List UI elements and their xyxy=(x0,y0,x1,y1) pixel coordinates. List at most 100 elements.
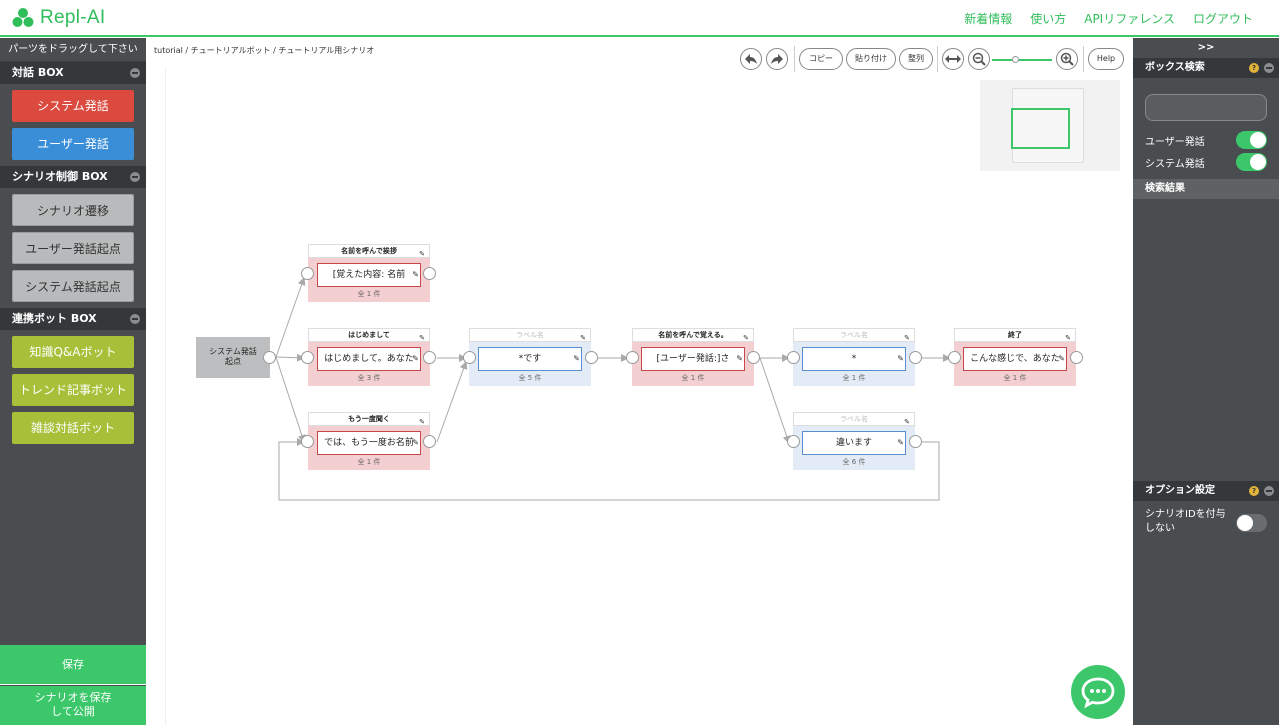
arrange-button[interactable]: 整列 xyxy=(899,48,933,70)
node-title[interactable]: はじめまして✎ xyxy=(308,328,430,342)
output-port[interactable] xyxy=(747,351,760,364)
edit-pencil-icon[interactable]: ✎ xyxy=(904,418,910,426)
minimap[interactable] xyxy=(980,80,1120,171)
node-end[interactable]: 終了✎ こんな感じで、あなた✎全 1 件 xyxy=(954,328,1076,386)
node-utterance[interactable]: *です✎ xyxy=(478,347,582,371)
node-utterance[interactable]: 違います✎ xyxy=(802,431,906,455)
edit-pencil-icon[interactable]: ✎ xyxy=(736,354,743,363)
output-port[interactable] xyxy=(585,351,598,364)
help-button[interactable]: Help xyxy=(1088,48,1124,70)
zoom-slider-handle[interactable] xyxy=(1012,56,1019,63)
help-icon[interactable]: ? xyxy=(1249,486,1259,496)
section-dialog-box[interactable]: 対話 BOX xyxy=(0,62,146,84)
output-port[interactable] xyxy=(263,351,276,364)
edit-pencil-icon[interactable]: ✎ xyxy=(419,334,425,342)
node-title[interactable]: 終了✎ xyxy=(954,328,1076,342)
collapse-panel-button[interactable]: >> xyxy=(1197,42,1215,53)
output-port[interactable] xyxy=(909,351,922,364)
part-system-utterance[interactable]: システム発話 xyxy=(12,90,134,122)
edit-pencil-icon[interactable]: ✎ xyxy=(580,334,586,342)
part-system-start[interactable]: システム発話起点 xyxy=(12,270,134,302)
system-start-node[interactable]: システム発話 起点 xyxy=(196,337,270,378)
collapse-icon[interactable] xyxy=(130,172,140,182)
node-title[interactable]: ラベル名✎ xyxy=(793,328,915,342)
edit-pencil-icon[interactable]: ✎ xyxy=(573,354,580,363)
edit-pencil-icon[interactable]: ✎ xyxy=(412,354,419,363)
publish-button[interactable]: シナリオを保存 して公開 xyxy=(0,686,146,725)
redo-button[interactable] xyxy=(766,48,788,70)
box-search-input[interactable] xyxy=(1145,94,1267,121)
edit-pencil-icon[interactable]: ✎ xyxy=(897,354,904,363)
edit-pencil-icon[interactable]: ✎ xyxy=(897,438,904,447)
output-port[interactable] xyxy=(423,435,436,448)
node-title[interactable]: ラベル名✎ xyxy=(469,328,591,342)
filter-system-toggle[interactable] xyxy=(1236,153,1267,171)
part-chat-bot[interactable]: 雑談対話ボット xyxy=(12,412,134,444)
part-user-utterance[interactable]: ユーザー発話 xyxy=(12,128,134,160)
node-utterance[interactable]: *✎ xyxy=(802,347,906,371)
collapse-icon[interactable] xyxy=(1264,63,1274,73)
collapse-icon[interactable] xyxy=(1264,486,1274,496)
output-port[interactable] xyxy=(423,267,436,280)
undo-button[interactable] xyxy=(740,48,762,70)
edit-pencil-icon[interactable]: ✎ xyxy=(412,438,419,447)
node-ask-again[interactable]: もう一度聞く✎ では、もう一度お名前✎全 1 件 xyxy=(308,412,430,470)
collapse-icon[interactable] xyxy=(130,68,140,78)
node-user-any[interactable]: ラベル名✎ *✎全 1 件 xyxy=(793,328,915,386)
node-remember-name[interactable]: 名前を呼んで覚える。✎ [ユーザー発話:]さ✎全 1 件 xyxy=(632,328,754,386)
collapse-icon[interactable] xyxy=(130,314,140,324)
node-greet-by-name[interactable]: 名前を呼んで挨拶✎ [覚えた内容: 名前✎全 1 件 xyxy=(308,244,430,302)
scenario-canvas[interactable]: tutorial / チュートリアルボット / チュートリアル用シナリオ コピー… xyxy=(146,38,1133,725)
node-user-wrong[interactable]: ラベル名✎ 違います✎全 6 件 xyxy=(793,412,915,470)
nav-howto[interactable]: 使い方 xyxy=(1030,12,1067,26)
minimap-viewport[interactable] xyxy=(1011,108,1070,149)
zoom-in-button[interactable] xyxy=(1056,48,1078,70)
node-user-desu[interactable]: ラベル名✎ *です✎全 5 件 xyxy=(469,328,591,386)
copy-button[interactable]: コピー xyxy=(799,48,843,70)
input-port[interactable] xyxy=(787,435,800,448)
part-trend-bot[interactable]: トレンド記事ボット xyxy=(12,374,134,406)
option-scenario-id-toggle[interactable] xyxy=(1236,514,1267,532)
input-port[interactable] xyxy=(463,351,476,364)
node-title[interactable]: 名前を呼んで挨拶✎ xyxy=(308,244,430,258)
node-title[interactable]: ラベル名✎ xyxy=(793,412,915,426)
edit-pencil-icon[interactable]: ✎ xyxy=(1058,354,1065,363)
edit-pencil-icon[interactable]: ✎ xyxy=(743,334,749,342)
zoom-slider-track[interactable] xyxy=(992,59,1052,61)
part-user-start[interactable]: ユーザー発話起点 xyxy=(12,232,134,264)
edit-pencil-icon[interactable]: ✎ xyxy=(412,270,419,279)
node-utterance[interactable]: では、もう一度お名前✎ xyxy=(317,431,421,455)
section-bot-box[interactable]: 連携ボット BOX xyxy=(0,308,146,330)
node-utterance[interactable]: [覚えた内容: 名前✎ xyxy=(317,263,421,287)
filter-user-toggle[interactable] xyxy=(1236,131,1267,149)
nav-api-reference[interactable]: APIリファレンス xyxy=(1084,12,1175,26)
chat-button[interactable] xyxy=(1071,665,1125,719)
section-scenario-control-box[interactable]: シナリオ制御 BOX xyxy=(0,166,146,188)
nav-news[interactable]: 新着情報 xyxy=(964,12,1013,26)
save-button[interactable]: 保存 xyxy=(0,645,146,685)
fit-width-button[interactable] xyxy=(942,48,964,70)
input-port[interactable] xyxy=(301,351,314,364)
part-scenario-transition[interactable]: シナリオ遷移 xyxy=(12,194,134,226)
logo[interactable]: Repl-AI xyxy=(12,6,105,30)
output-port[interactable] xyxy=(1070,351,1083,364)
node-utterance[interactable]: [ユーザー発話:]さ✎ xyxy=(641,347,745,371)
input-port[interactable] xyxy=(301,267,314,280)
help-icon[interactable]: ? xyxy=(1249,63,1259,73)
output-port[interactable] xyxy=(423,351,436,364)
node-nice-to-meet[interactable]: はじめまして✎ はじめまして。あなた✎全 3 件 xyxy=(308,328,430,386)
edit-pencil-icon[interactable]: ✎ xyxy=(419,418,425,426)
edit-pencil-icon[interactable]: ✎ xyxy=(1065,334,1071,342)
output-port[interactable] xyxy=(909,435,922,448)
edit-pencil-icon[interactable]: ✎ xyxy=(419,250,425,258)
node-utterance[interactable]: はじめまして。あなた✎ xyxy=(317,347,421,371)
input-port[interactable] xyxy=(787,351,800,364)
nav-logout[interactable]: ログアウト xyxy=(1192,12,1253,26)
edit-pencil-icon[interactable]: ✎ xyxy=(904,334,910,342)
paste-button[interactable]: 貼り付け xyxy=(846,48,896,70)
node-title[interactable]: 名前を呼んで覚える。✎ xyxy=(632,328,754,342)
node-utterance[interactable]: こんな感じで、あなた✎ xyxy=(963,347,1067,371)
zoom-out-button[interactable] xyxy=(968,48,990,70)
input-port[interactable] xyxy=(301,435,314,448)
node-title[interactable]: もう一度聞く✎ xyxy=(308,412,430,426)
